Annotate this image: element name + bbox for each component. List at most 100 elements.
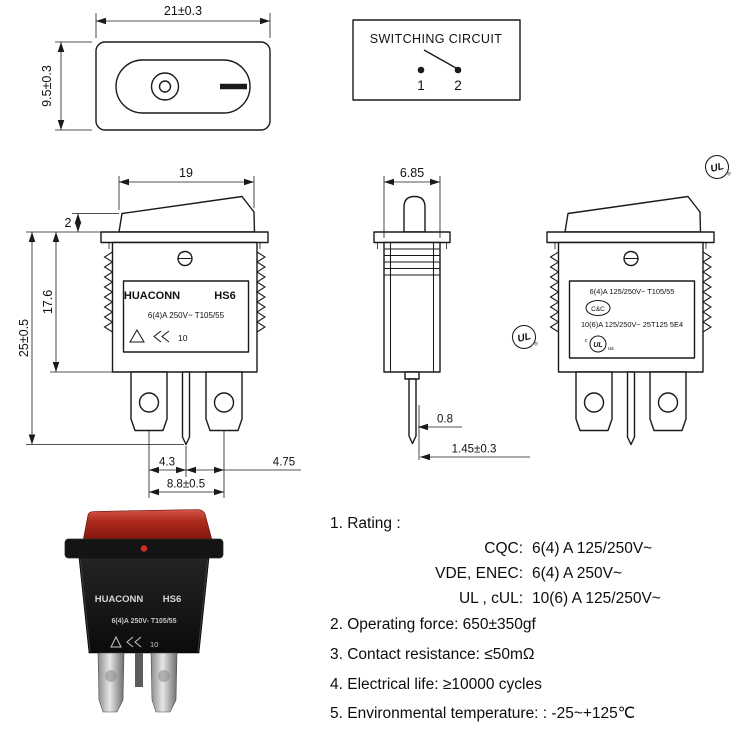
rocker-actuator bbox=[118, 195, 256, 233]
cert-number: 10 bbox=[178, 333, 188, 343]
cert-triangle-icon bbox=[129, 328, 145, 343]
photo-cert-kema-icon2 bbox=[134, 636, 142, 648]
specifications: 1. Rating : CQC: 6(4) A 125/250V~ VDE, E… bbox=[330, 515, 661, 722]
pin-base bbox=[404, 371, 420, 380]
right-view: 6(4)A 125/250V~ T105/55 C&C 10(6)A 125/2… bbox=[546, 195, 715, 446]
dim-8-8: 8.8±0.5 bbox=[167, 479, 205, 491]
dim-17-6: 17.6 bbox=[41, 290, 55, 314]
top-view-outline bbox=[95, 41, 271, 131]
ul-badge-mid-text: UL bbox=[516, 331, 532, 345]
photo-cert-kema-icon bbox=[126, 636, 134, 648]
terminal-tab-left bbox=[130, 371, 168, 432]
switch-body-2 bbox=[557, 241, 704, 373]
actuator-stem bbox=[403, 195, 426, 233]
circuit-title: SWITCHING CIRCUIT bbox=[370, 32, 502, 46]
spec-environmental-temp: 5. Environmental temperature: : -25~+125… bbox=[330, 705, 635, 722]
spec-ul-label: UL , cUL: bbox=[459, 590, 523, 607]
dim-25: 25±0.5 bbox=[17, 319, 31, 357]
photo-red-rocker bbox=[82, 509, 213, 542]
spec-operating-force: 2. Operating force: 650±350gf bbox=[330, 616, 537, 633]
rocker-pivot-inner bbox=[158, 80, 172, 93]
circuit-box bbox=[352, 19, 521, 101]
spec-vde-label: VDE, ENEC: bbox=[435, 565, 523, 582]
mounting-clip-right bbox=[256, 251, 266, 333]
photo-terminal-right bbox=[150, 652, 178, 713]
rating-line2: 10(6)A 125/250V~ 25T125 5E4 bbox=[581, 320, 683, 329]
photo-cert-marks bbox=[110, 635, 142, 648]
center-pin bbox=[181, 371, 191, 446]
photo-terminal-left bbox=[97, 652, 125, 713]
bezel bbox=[100, 231, 269, 244]
spec-cqc-value: 6(4) A 125/250V~ bbox=[532, 540, 652, 557]
cqc-mark-text: C&C bbox=[591, 306, 605, 313]
terminal-hole-right bbox=[213, 392, 235, 413]
side-view: 6.85 0.8 1.45±0.3 bbox=[373, 166, 530, 461]
model-text: HS6 bbox=[214, 290, 235, 302]
brand-text: HUACONN bbox=[124, 290, 180, 302]
switching-circuit: SWITCHING CIRCUIT 1 2 bbox=[352, 19, 521, 101]
terminal-2-label: 2 bbox=[454, 78, 462, 93]
photo-brand: HUACONN bbox=[95, 594, 144, 605]
dim-4-3: 4.3 bbox=[159, 457, 175, 469]
photo-body bbox=[78, 557, 210, 654]
rating-text: 6(4)A 250V~ T105/55 bbox=[148, 311, 225, 320]
terminal-1-dot bbox=[417, 66, 425, 74]
terminal-1-label: 1 bbox=[417, 78, 425, 93]
bezel-2 bbox=[546, 231, 715, 244]
dim-6-85: 6.85 bbox=[400, 166, 424, 180]
ul-mark-text: UL bbox=[593, 342, 602, 349]
ul-badge-mid-icon: UL ® bbox=[511, 324, 539, 350]
ul-badge-top-icon: UL ® bbox=[704, 154, 732, 180]
photo-cert-number: 10 bbox=[150, 640, 158, 649]
dim-2: 2 bbox=[65, 216, 72, 230]
terminal-hole-left bbox=[138, 392, 160, 413]
rocker-actuator-2 bbox=[564, 195, 702, 233]
spec-vde-value: 6(4) A 250V~ bbox=[532, 565, 622, 582]
ul-mark-us: us bbox=[608, 346, 614, 352]
switch-body bbox=[111, 241, 258, 373]
spec-contact-resistance: 3. Contact resistance: ≤50mΩ bbox=[330, 646, 534, 663]
switch-lever-line bbox=[423, 49, 457, 69]
photo-center-pin bbox=[135, 653, 143, 687]
body-ribs bbox=[384, 248, 440, 276]
photo-terminal-hole-right bbox=[158, 670, 170, 682]
terminal-tab-left-2 bbox=[575, 371, 613, 432]
ul-recognized-icon: UL c us bbox=[585, 335, 614, 353]
photo-rating: 6(4)A 250V- T105/55 bbox=[111, 618, 176, 625]
ul-badge-top-text: UL bbox=[709, 161, 725, 175]
top-view: 21±0.3 9.5±0.3 bbox=[40, 4, 271, 131]
terminal-tab-right bbox=[205, 371, 243, 432]
dim-1-45: 1.45±0.3 bbox=[452, 444, 497, 456]
label-area bbox=[122, 280, 250, 353]
dim-0-8: 0.8 bbox=[437, 414, 453, 426]
product-photo: HUACONN HS6 6(4)A 250V- T105/55 10 bbox=[64, 509, 224, 713]
ul-badge-top-reg: ® bbox=[726, 170, 732, 178]
dim-4-75: 4.75 bbox=[273, 457, 295, 469]
photo-model: HS6 bbox=[163, 594, 181, 605]
ul-mark-c: c bbox=[585, 338, 588, 344]
side-pin bbox=[408, 378, 417, 445]
center-pin-2 bbox=[626, 371, 636, 446]
label-area-2 bbox=[568, 280, 696, 359]
rocker-pivot-circle bbox=[150, 72, 180, 101]
ul-badge-mid-reg: ® bbox=[533, 340, 539, 348]
photo-cert-triangle-icon bbox=[110, 635, 122, 648]
spec-cqc-label: CQC: bbox=[484, 540, 523, 557]
spec-rating-heading: 1. Rating : bbox=[330, 515, 401, 532]
front-view: HUACONN HS6 6(4)A 250V~ T105/55 10 19 2 … bbox=[17, 166, 301, 498]
rating-line1: 6(4)A 125/250V~ T105/55 bbox=[590, 287, 675, 296]
cert-marks: 10 bbox=[129, 328, 188, 343]
cqc-mark-oval bbox=[585, 299, 611, 317]
terminal-tab-right-2 bbox=[649, 371, 687, 432]
photo-indicator-dot bbox=[140, 545, 148, 552]
mounting-clip-left-2 bbox=[549, 251, 560, 333]
rocker-opening bbox=[115, 59, 251, 114]
terminal-hole-left-2 bbox=[583, 392, 605, 413]
cert-kema-icon bbox=[153, 330, 162, 343]
top-view-height-dim: 9.5±0.3 bbox=[40, 65, 54, 107]
top-view-width-dim: 21±0.3 bbox=[164, 4, 202, 18]
flange bbox=[373, 231, 451, 244]
spec-electrical-life: 4. Electrical life: ≥10000 cycles bbox=[330, 676, 542, 693]
mounting-clip-left bbox=[103, 251, 114, 333]
